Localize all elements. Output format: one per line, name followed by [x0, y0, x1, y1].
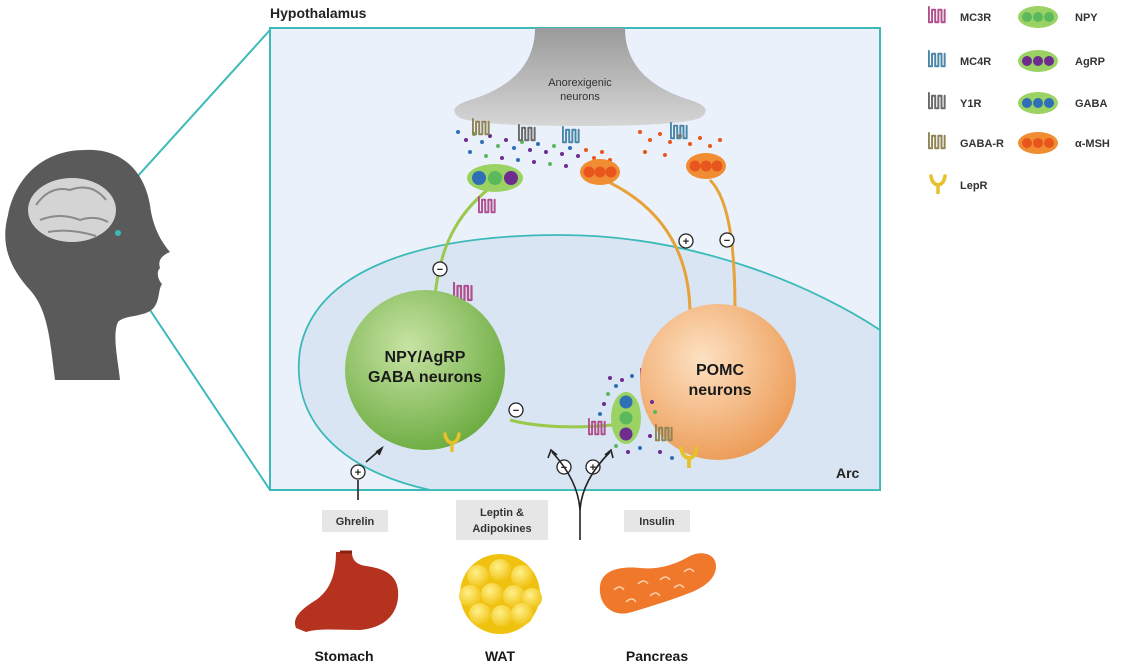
legend-mc4r-label: MC4R — [960, 56, 991, 68]
sign-markers: − − + − + − + — [350, 232, 735, 480]
synaptic-dots — [456, 130, 722, 168]
pomc-label-1: POMC — [696, 362, 744, 379]
svg-text:−: − — [437, 264, 443, 276]
npy-agrp-label-1: NPY/AgRP — [385, 349, 466, 366]
svg-text:+: + — [683, 236, 689, 248]
ghrelin-label: Ghrelin — [336, 516, 375, 528]
npy-agrp-neuron — [345, 290, 505, 450]
legend-npy-label: NPY — [1075, 12, 1098, 24]
zoom-line-top — [117, 29, 271, 199]
svg-text:+: + — [355, 467, 361, 479]
pancreas-label: Pancreas — [626, 648, 688, 664]
wat-icon — [459, 554, 542, 634]
leptin-label-1: Leptin & — [480, 507, 524, 519]
hypothalamus-title: Hypothalamus — [270, 5, 367, 21]
wat-label: WAT — [485, 648, 516, 664]
svg-text:−: − — [724, 235, 730, 247]
svg-text:+: + — [590, 462, 596, 474]
minus-marker-synapse: − — [508, 402, 524, 418]
legend-y1r-icon — [928, 92, 946, 110]
legend-agrp-icon — [1018, 50, 1058, 72]
legend-gaba-icon — [1018, 92, 1058, 114]
plus-marker-pomc-axon: + — [678, 233, 694, 249]
legend-mc3r-icon — [928, 6, 946, 24]
leptin-label-2: Adipokines — [472, 523, 531, 535]
npy-agrp-terminal-lower — [598, 374, 674, 460]
legend-mc4r-icon — [928, 50, 946, 68]
anorexigenic-label-1: Anorexigenic — [548, 77, 612, 89]
legend-mc3r-label: MC3R — [960, 12, 991, 24]
pomc-terminal-right — [686, 153, 726, 179]
insulin-box — [624, 510, 690, 532]
pomc-neuron — [640, 304, 796, 460]
legend-amsh-label: α-MSH — [1075, 138, 1110, 150]
legend-gaba-label: GABA — [1075, 98, 1107, 110]
svg-text:−: − — [513, 405, 519, 417]
legend-lepr-icon — [929, 174, 947, 194]
ghrelin-box — [322, 510, 388, 532]
minus-marker-npy-axon: − — [432, 261, 448, 277]
insulin-label: Insulin — [639, 516, 675, 528]
anorexigenic-label-2: neurons — [560, 91, 600, 103]
minus-marker-pomc-axon: − — [719, 232, 735, 248]
leptin-box — [456, 500, 548, 540]
plus-marker-ghrelin: + — [350, 464, 366, 480]
npy-agrp-label-2: GABA neurons — [368, 369, 482, 386]
arc-label: Arc — [836, 465, 860, 481]
pancreas-icon — [599, 553, 716, 614]
legend-npy-icon — [1018, 6, 1058, 28]
peripheral-arrows — [357, 445, 614, 540]
pomc-terminal-left — [580, 159, 620, 185]
legend: MC3R MC4R Y1R GABA-R LepR NPY AgRP GABA … — [928, 6, 1110, 194]
plus-marker-peripheral: + — [585, 459, 601, 475]
stomach-icon — [294, 550, 399, 632]
npy-agrp-terminal-top — [467, 164, 523, 192]
legend-y1r-label: Y1R — [960, 98, 981, 110]
anorexigenic-neurons: Anorexigenic neurons — [454, 28, 706, 126]
legend-gaba-r-label: GABA-R — [960, 138, 1004, 150]
stomach-label: Stomach — [314, 648, 373, 664]
legend-lepr-label: LepR — [960, 180, 988, 192]
pomc-label-2: neurons — [688, 382, 751, 399]
legend-gaba-r-icon — [928, 132, 946, 150]
legend-agrp-label: AgRP — [1075, 56, 1105, 68]
legend-amsh-icon — [1018, 132, 1058, 154]
head-silhouette-icon — [5, 149, 171, 380]
